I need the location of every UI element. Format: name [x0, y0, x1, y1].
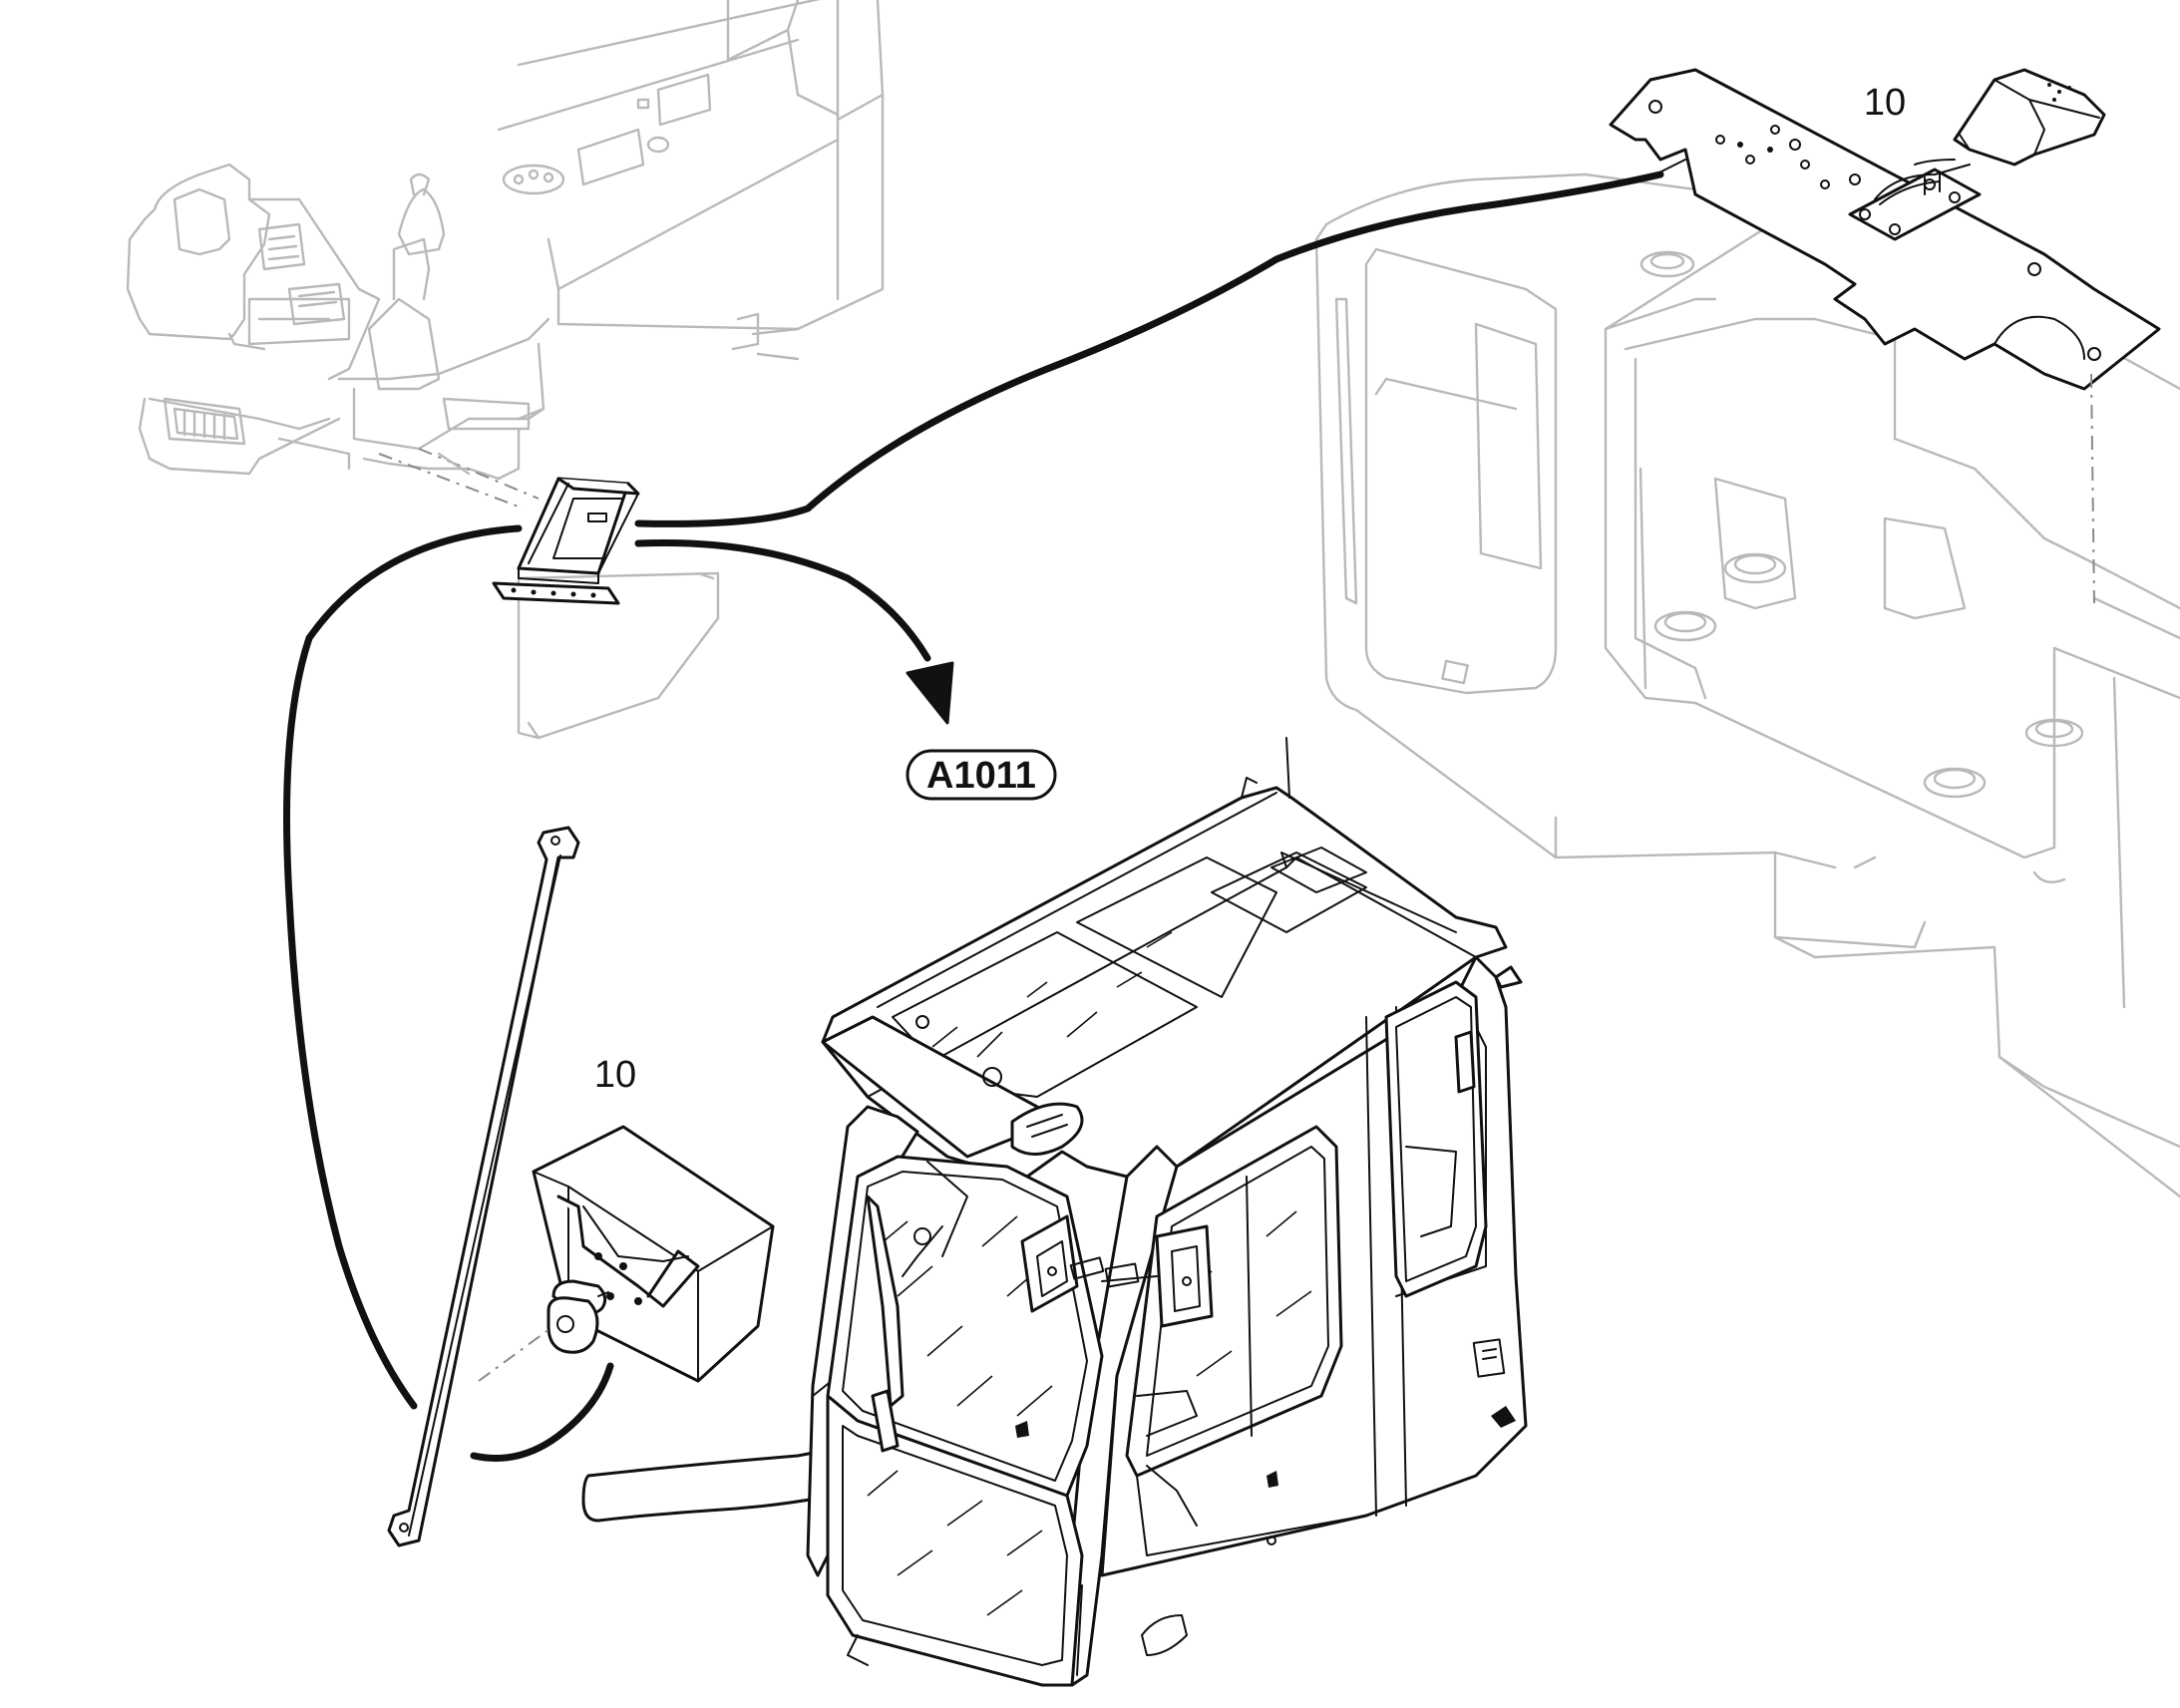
callout-top-right: 10	[1864, 82, 1906, 124]
mirror-bracket	[387, 826, 580, 1547]
callout-left: 10	[594, 1054, 636, 1096]
floor-plate-with-pedal	[1609, 68, 2161, 604]
operator-cab	[806, 737, 1528, 1687]
upper-frame-ghost	[1314, 172, 2180, 1198]
reference-label-text: A1011	[926, 755, 1036, 797]
connector-box	[378, 453, 640, 605]
reference-label: A1011	[906, 749, 1057, 801]
wire-harness	[283, 159, 1686, 1462]
operator-console-ghost	[126, 0, 885, 740]
wiper-motor-box	[478, 1125, 775, 1383]
